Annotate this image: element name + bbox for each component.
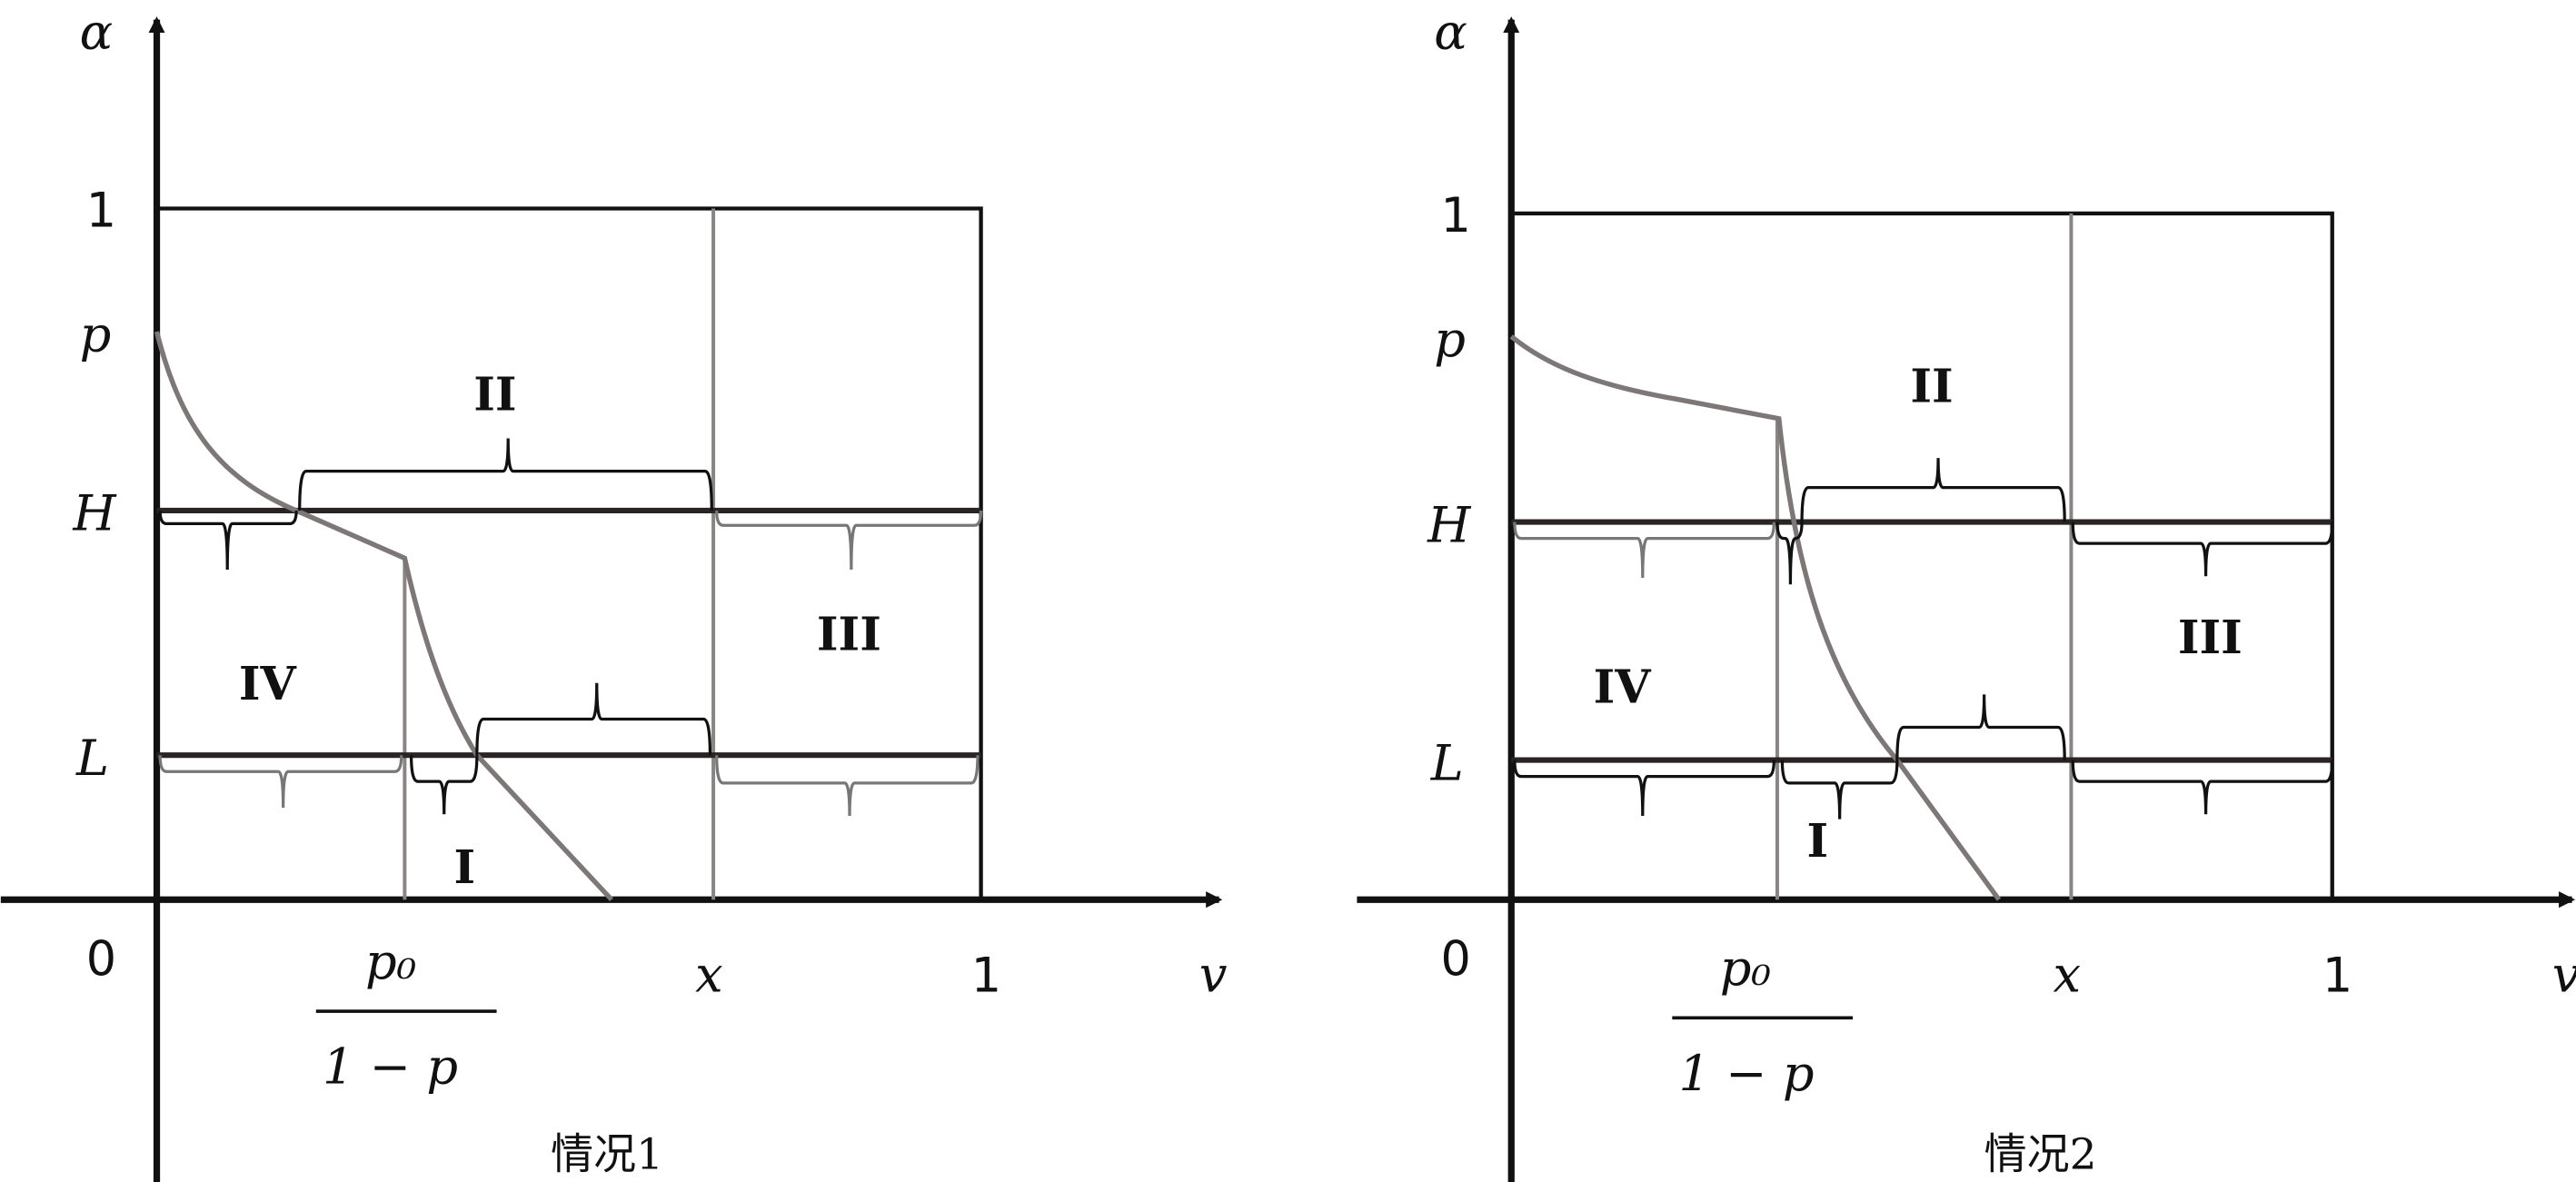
y-tick-L: L <box>75 730 109 787</box>
curly-brace <box>2071 760 2334 815</box>
origin-label: 0 <box>1441 931 1471 987</box>
caption: 情况2 <box>1984 1130 2097 1180</box>
curly-brace <box>715 510 983 571</box>
curly-brace <box>1775 521 1804 585</box>
panel-case-2: α 1 p H L 0 p₀ 1 − p x 1 v II III IV I 情… <box>1357 4 2576 1182</box>
region-IV-label: IV <box>239 656 297 710</box>
curly-brace <box>2071 521 2334 577</box>
x-tick-p0-denominator: 1 − p <box>1679 1045 1815 1102</box>
region-III-label: III <box>817 607 881 661</box>
region-II-label: II <box>1910 359 1953 413</box>
x-tick-x: x <box>695 946 723 1003</box>
curly-brace <box>475 682 712 756</box>
x-tick-p0-numerator: p₀ <box>365 933 417 990</box>
y-tick-1: 1 <box>1441 188 1471 243</box>
threshold-curve <box>154 331 614 902</box>
origin-label: 0 <box>86 931 116 987</box>
x-tick-p0-numerator: p₀ <box>1720 939 1772 997</box>
curly-brace <box>1800 458 2066 522</box>
x-tick-p0-denominator: 1 − p <box>323 1038 458 1096</box>
unit-box-border <box>1511 211 2334 900</box>
y-axis-label: α <box>80 4 114 61</box>
region-I-label: I <box>454 839 476 894</box>
x-axis-label: v <box>1199 946 1228 1003</box>
x-tick-1: 1 <box>2322 948 2352 1003</box>
y-axis-label: α <box>1434 4 1467 61</box>
curly-brace <box>715 755 980 817</box>
braces <box>158 438 983 817</box>
y-tick-p: p <box>80 306 112 363</box>
y-tick-H: H <box>1427 496 1472 553</box>
braces <box>1513 458 2334 819</box>
x-tick-x: x <box>2054 946 2082 1003</box>
region-I-label: I <box>1806 813 1828 868</box>
region-III-label: III <box>2178 610 2243 664</box>
unit-box-border <box>156 206 983 900</box>
y-tick-H: H <box>72 485 117 542</box>
curly-brace <box>1513 521 1775 579</box>
curly-brace <box>1895 694 2066 760</box>
curly-brace <box>158 510 298 571</box>
region-II-label: II <box>473 367 516 422</box>
threshold-curve <box>1509 334 2002 901</box>
curly-brace <box>158 755 403 809</box>
curly-brace <box>298 438 713 511</box>
curly-brace <box>1513 760 1775 817</box>
y-tick-L: L <box>1430 734 1464 791</box>
panel-case-1: α 1 p H L 0 p₀ 1 − p x 1 v II III IV I 情… <box>0 4 1228 1182</box>
x-axis-label: v <box>2552 946 2576 1003</box>
region-IV-label: IV <box>1594 659 1652 713</box>
y-tick-1: 1 <box>86 183 116 238</box>
caption: 情况1 <box>551 1130 663 1180</box>
curly-brace <box>1780 760 1899 819</box>
curly-brace <box>409 755 479 815</box>
y-tick-p: p <box>1434 311 1466 368</box>
x-tick-1: 1 <box>971 948 1001 1003</box>
